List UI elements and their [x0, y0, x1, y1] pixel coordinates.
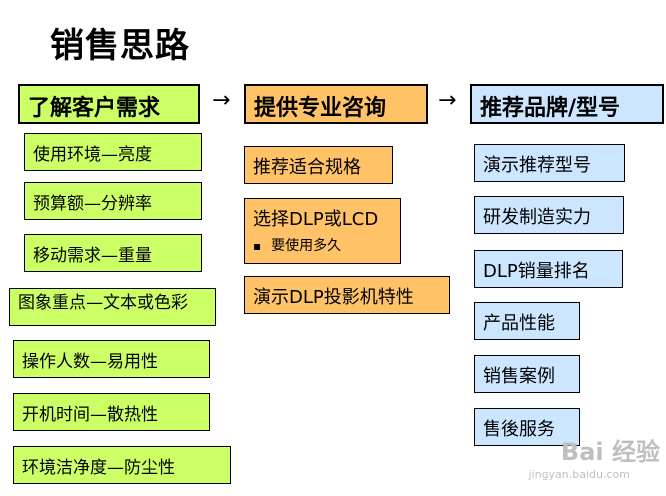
arrow-icon: →	[438, 88, 457, 113]
watermark-logo: Bai 经验	[560, 438, 660, 466]
consult-item-dlp-lcd-label: 选择DLP或LCD	[253, 209, 379, 230]
need-item-brightness: 使用环境—亮度	[24, 133, 202, 171]
consult-item-demo-dlp: 演示DLP投影机特性	[244, 276, 450, 314]
header-consulting: 提供专业咨询	[244, 84, 428, 124]
need-item-heat-dissipation: 开机时间—散热性	[13, 393, 210, 431]
recommend-item-dlp-ranking: DLP销量排名	[474, 250, 623, 288]
need-item-usability: 操作人数—易用性	[13, 340, 210, 378]
header-understand-needs: 了解客户需求	[18, 84, 200, 124]
consult-item-dlp-lcd: 选择DLP或LCD 要使用多久	[244, 198, 401, 264]
need-item-resolution: 预算额—分辨率	[24, 182, 202, 220]
need-item-dust-proof: 环境洁净度—防尘性	[13, 446, 231, 484]
page-title: 销售思路	[50, 26, 190, 66]
recommend-item-after-sales: 售後服务	[474, 408, 580, 446]
recommend-item-demo-model: 演示推荐型号	[474, 144, 625, 182]
recommend-item-performance: 产品性能	[474, 302, 580, 340]
recommend-item-rd-strength: 研发制造实力	[474, 196, 624, 234]
header-recommend-brand: 推荐品牌/型号	[470, 84, 664, 124]
watermark-url: jingyan.baidu.com	[528, 468, 630, 481]
need-item-text-or-color: 图象重点—文本或色彩	[9, 288, 216, 326]
consult-item-spec: 推荐适合规格	[244, 146, 393, 184]
arrow-icon: →	[212, 88, 231, 113]
need-item-weight: 移动需求—重量	[24, 234, 202, 272]
recommend-item-cases: 销售案例	[474, 355, 580, 393]
consult-subitem-duration: 要使用多久	[253, 235, 400, 255]
